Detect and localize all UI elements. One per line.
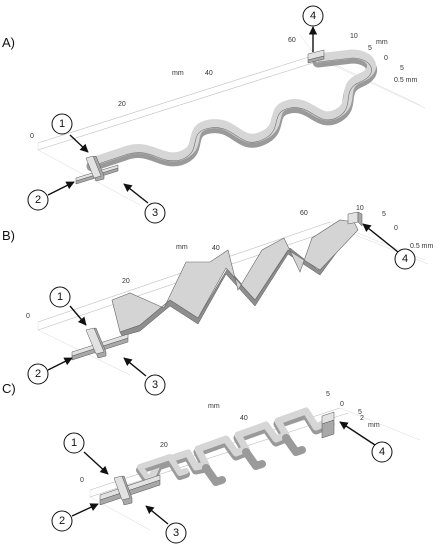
- tick-label: 2: [360, 415, 364, 422]
- callout-2: 2: [27, 357, 73, 385]
- callout-4: 4: [362, 223, 416, 270]
- tick-label: 40: [212, 245, 220, 252]
- callout-label: 4: [402, 253, 408, 265]
- callout-4: 4: [339, 421, 393, 463]
- callout-2: 2: [27, 181, 75, 211]
- tick-label: 0: [26, 313, 30, 320]
- tick-label: 10: [350, 33, 358, 40]
- tick-label: mm: [376, 39, 388, 46]
- panel-label-c: C): [2, 381, 16, 396]
- inlet-cross-b: [71, 327, 129, 361]
- callout-1: 1: [63, 432, 109, 475]
- tick-label: 5: [368, 45, 372, 52]
- callout-label: 1: [57, 291, 63, 303]
- tick-label: mm: [368, 422, 380, 429]
- tick-label: 40: [205, 70, 213, 77]
- tick-label: 40: [240, 415, 248, 422]
- outlet-block-c: [321, 411, 335, 439]
- tick-label: 20: [122, 278, 130, 285]
- tick-label: mm: [172, 70, 184, 77]
- zigzag-channel: [111, 219, 359, 337]
- callout-3: 3: [123, 357, 166, 396]
- callout-4: 4: [302, 5, 324, 52]
- callout-3: 3: [123, 183, 166, 224]
- callout-label: 2: [35, 194, 41, 206]
- callout-label: 2: [35, 368, 41, 380]
- callout-1: 1: [49, 286, 87, 326]
- outlet-block-a: [307, 49, 325, 64]
- callout-label: 3: [173, 527, 179, 539]
- tick-label: 0: [80, 477, 84, 484]
- tick-label: 5: [358, 409, 362, 416]
- callout-label: 4: [379, 446, 385, 458]
- panel-c: C) 0 20 40 mm 5 0 5 2 mm: [2, 381, 421, 544]
- callout-label: 2: [59, 515, 65, 527]
- tick-label: 5: [326, 391, 330, 398]
- callout-label: 3: [152, 379, 158, 391]
- tick-label: 0: [394, 225, 398, 232]
- panel-label-b: B): [2, 228, 15, 243]
- tick-label: mm: [176, 244, 188, 251]
- callout-label: 4: [310, 10, 316, 22]
- inlet-cross-a: [75, 155, 119, 185]
- tick-label: mm: [208, 403, 220, 410]
- panel-a: A) 0 20 40 60 mm 10 5 0 5 0.5 mm mm: [2, 5, 426, 224]
- serpentine-channel: [86, 49, 377, 172]
- panel-b: B) 0 20 40 60 mm 10 5 0 0.5 mm: [2, 205, 434, 396]
- rectangular-meander: [125, 407, 335, 495]
- callout-2: 2: [51, 503, 99, 532]
- tick-label: 0: [340, 401, 344, 408]
- panel-label-a: A): [2, 35, 15, 50]
- tick-label: 20: [160, 442, 168, 449]
- tick-label: 60: [288, 37, 296, 44]
- tick-label: 5: [382, 211, 386, 218]
- callout-label: 3: [152, 207, 158, 219]
- callout-label: 1: [71, 437, 77, 449]
- inlet-cross-c: [99, 474, 161, 506]
- tick-label: 0: [30, 133, 34, 140]
- tick-label: 60: [300, 210, 308, 217]
- tick-label: 0.5 mm: [410, 243, 434, 250]
- outlet-block-b: [347, 211, 363, 227]
- tick-label: 0.5 mm: [394, 77, 418, 84]
- tick-label: 0: [384, 55, 388, 62]
- tick-label: 5: [400, 65, 404, 72]
- callout-1: 1: [51, 113, 89, 153]
- callout-label: 1: [59, 118, 65, 130]
- callout-3: 3: [145, 505, 187, 544]
- tick-label: 20: [118, 101, 126, 108]
- tick-label: 10: [356, 205, 364, 212]
